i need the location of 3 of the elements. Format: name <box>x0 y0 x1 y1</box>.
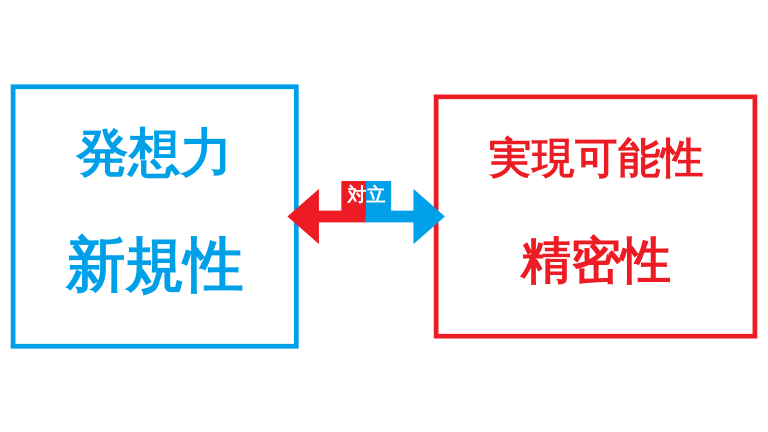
arrow <box>287 188 445 244</box>
node-box: 実現可能性 精密性 <box>434 94 758 338</box>
node-box: 発想力 新規性 <box>10 84 299 348</box>
